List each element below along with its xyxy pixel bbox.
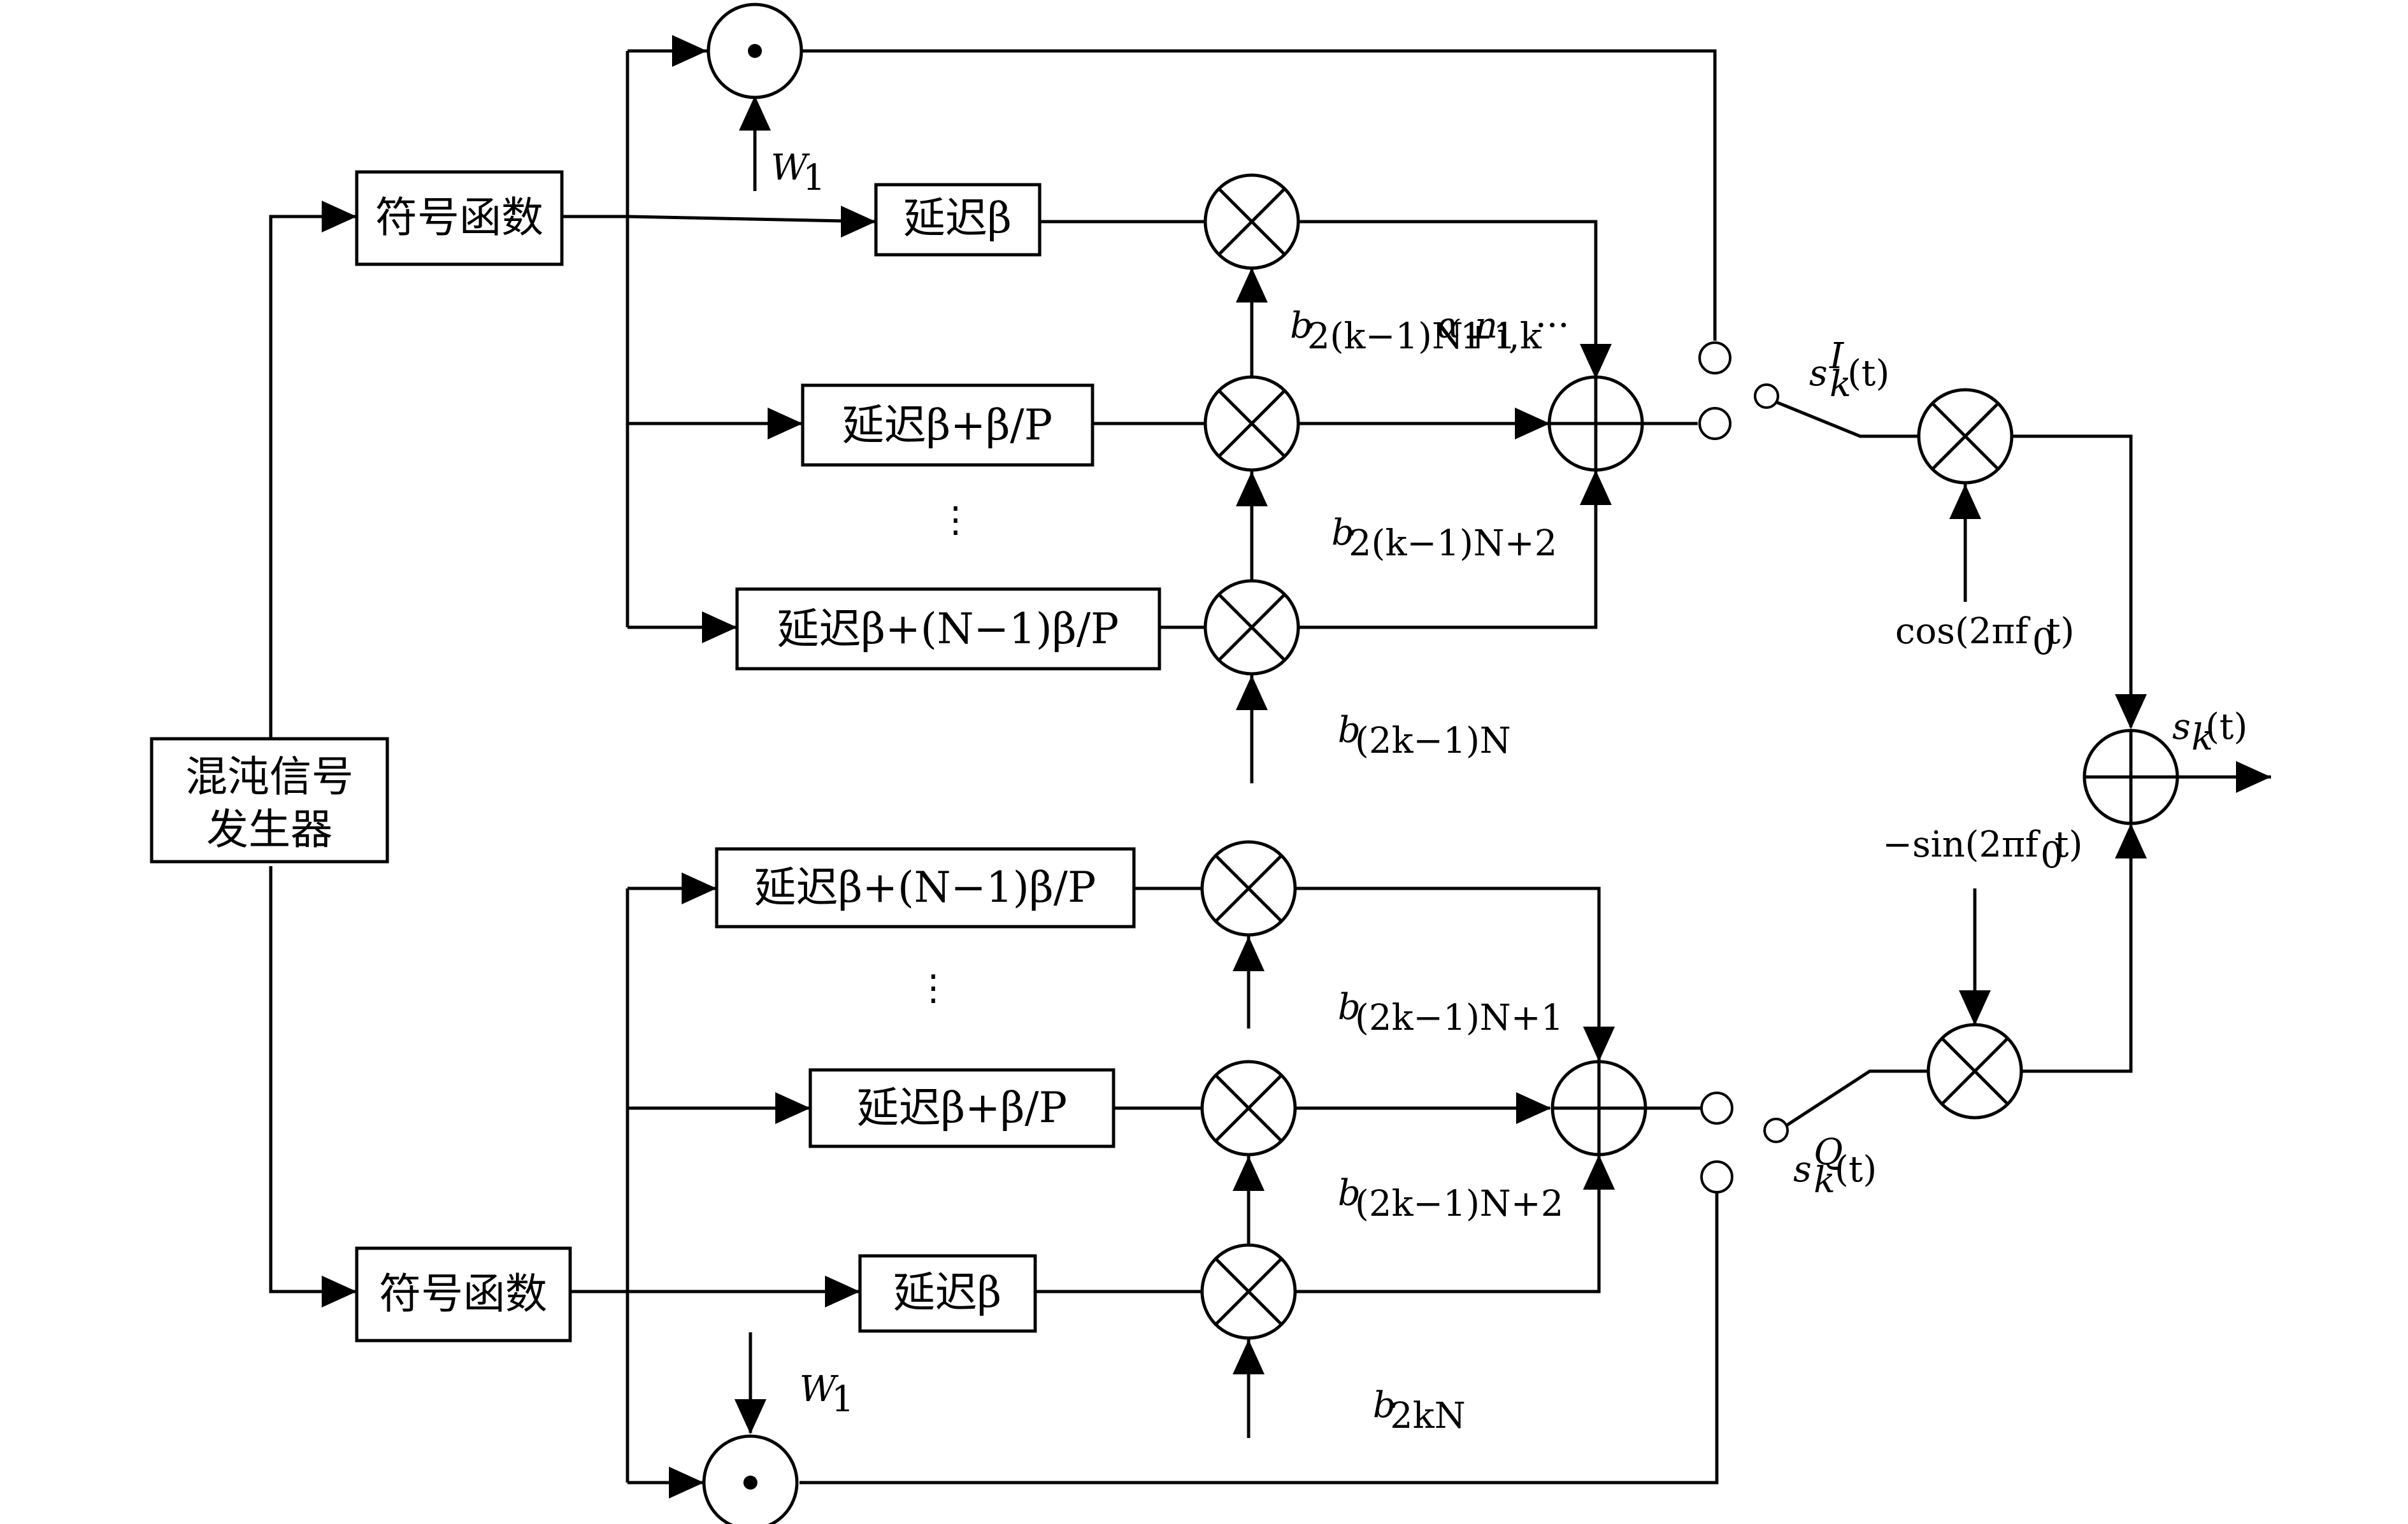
- cos-carrier-label: cos(2πf 0 t): [1895, 611, 2074, 663]
- svg-text:i,k: i,k: [1497, 316, 1542, 357]
- bottom-delay-2-label: 延迟β+β/P: [857, 1083, 1067, 1132]
- sign-function-bottom-label: 符号函数: [379, 1269, 547, 1318]
- bottom-delay-1-label: 延迟β: [893, 1268, 1001, 1317]
- multiplier-top-2: [1203, 375, 1300, 472]
- arrow-head: [322, 201, 357, 232]
- code-top-1-label: b 2(k−1)N+1 α 1 n i,k ···: [1290, 305, 1569, 357]
- svg-text:W: W: [799, 1369, 839, 1410]
- svg-text:(2k−1)N+1: (2k−1)N+1: [1355, 997, 1563, 1039]
- switch-i-contacts: [1698, 341, 1779, 440]
- mixer-q: [1926, 1023, 2023, 1120]
- svg-text:b: b: [1338, 709, 1361, 751]
- dot-product-bottom-operator: [702, 1434, 799, 1524]
- code-top-n-label: b (2k−1)N: [1338, 709, 1511, 762]
- svg-text:2kN: 2kN: [1390, 1395, 1466, 1437]
- s-q-label: s Q k (t): [1793, 1132, 1877, 1201]
- top-delay-1-block: 延迟β: [874, 183, 1042, 257]
- svg-text:t): t): [2054, 824, 2082, 865]
- multiplier-top-1: [1203, 173, 1300, 270]
- multiplier-top-n: [1203, 579, 1300, 676]
- chaos-generator-block: 混沌信号 发生器: [150, 737, 389, 864]
- svg-text:s: s: [1809, 353, 1828, 394]
- top-delay-1-label: 延迟β: [903, 194, 1012, 243]
- svg-text:−sin(2πf: −sin(2πf: [1882, 824, 2041, 865]
- svg-text:(2k−1)N: (2k−1)N: [1355, 720, 1511, 762]
- sin-carrier-label: −sin(2πf 0 t): [1882, 824, 2082, 876]
- svg-text:W: W: [771, 147, 810, 189]
- s-i-label: s I k (t): [1809, 336, 1889, 405]
- top-delay-n-block: 延迟β+(N−1)β/P: [735, 587, 1161, 671]
- dots-top: ⋮: [938, 499, 973, 541]
- adder-top: [1547, 375, 1644, 472]
- svg-text:(t): (t): [1847, 353, 1889, 394]
- svg-text:b: b: [1338, 1172, 1361, 1214]
- svg-text:0: 0: [2032, 622, 2055, 663]
- connection-lines: [269, 35, 2271, 1499]
- svg-text:Q: Q: [1814, 1132, 1843, 1173]
- wire-gen-to-sign-bottom: [269, 866, 357, 1293]
- svg-text:···: ···: [1535, 305, 1569, 346]
- svg-text:(t): (t): [1835, 1149, 1877, 1190]
- svg-text:I: I: [1829, 336, 1845, 377]
- svg-text:b: b: [1290, 305, 1313, 346]
- code-bottom-n-label: b 2kN: [1373, 1385, 1466, 1437]
- svg-text:k: k: [2191, 717, 2213, 758]
- adder-bottom: [1551, 1060, 1647, 1157]
- svg-text:cos(2πf: cos(2πf: [1895, 611, 2031, 652]
- svg-text:t): t): [2046, 611, 2074, 652]
- svg-text:k: k: [1830, 364, 1851, 405]
- code-top-2-label: b 2(k−1)N+2: [1331, 512, 1557, 564]
- sign-function-top-block: 符号函数: [355, 170, 564, 266]
- svg-text:α: α: [1437, 305, 1461, 346]
- bottom-delay-n-label: 延迟β+(N−1)β/P: [754, 863, 1096, 912]
- svg-text:2(k−1)N+1: 2(k−1)N+1: [1307, 316, 1516, 357]
- sign-function-top-label: 符号函数: [375, 193, 543, 242]
- w1-bottom-label: W 1: [799, 1369, 854, 1420]
- bottom-delay-1-block: 延迟β: [858, 1254, 1037, 1333]
- bottom-delay-n-block: 延迟β+(N−1)β/P: [715, 847, 1136, 929]
- svg-text:s: s: [1793, 1149, 1812, 1190]
- svg-text:1: 1: [831, 1379, 854, 1420]
- svg-text:0: 0: [2040, 835, 2063, 876]
- dot-product-top-operator: [706, 3, 803, 99]
- top-delay-2-label: 延迟β+β/P: [842, 401, 1052, 450]
- dots-bottom: ⋮: [915, 967, 951, 1009]
- arrow-head: [322, 1276, 357, 1307]
- svg-text:b: b: [1331, 512, 1354, 553]
- chaos-generator-label-line1: 混沌信号: [185, 752, 354, 801]
- bottom-delay-2-block: 延迟β+β/P: [808, 1068, 1115, 1148]
- code-bottom-2-label: b (2k−1)N+2: [1338, 1172, 1563, 1225]
- svg-text:k: k: [1814, 1160, 1835, 1201]
- w1-top-label: W 1: [771, 147, 826, 199]
- svg-text:n: n: [1475, 305, 1498, 346]
- svg-text:b: b: [1338, 986, 1361, 1028]
- mixer-i: [1917, 388, 2014, 485]
- svg-text:b: b: [1373, 1385, 1396, 1426]
- svg-text:s: s: [2172, 706, 2191, 748]
- chaos-generator-label-line2: 发生器: [206, 805, 333, 854]
- svg-text:2(k−1)N+2: 2(k−1)N+2: [1349, 523, 1557, 564]
- top-delay-n-label: 延迟β+(N−1)β/P: [777, 604, 1119, 653]
- switch-q-contacts: [1700, 1092, 1789, 1193]
- multiplier-bottom-2: [1200, 1060, 1297, 1157]
- wire-gen-to-sign-top: [269, 215, 357, 739]
- code-bottom-1-label: b (2k−1)N+1: [1338, 986, 1563, 1039]
- svg-text:1: 1: [1460, 316, 1483, 357]
- sign-function-bottom-block: 符号函数: [355, 1246, 572, 1342]
- output-label: s k (t): [2172, 706, 2247, 758]
- svg-text:(2k−1)N+2: (2k−1)N+2: [1355, 1183, 1563, 1225]
- top-delay-2-block: 延迟β+β/P: [801, 383, 1094, 467]
- svg-text:(t): (t): [2205, 706, 2247, 748]
- multiplier-bottom-n: [1200, 840, 1297, 937]
- output-adder: [2082, 729, 2179, 825]
- svg-text:1: 1: [803, 157, 826, 199]
- multiplier-bottom-1: [1200, 1243, 1297, 1340]
